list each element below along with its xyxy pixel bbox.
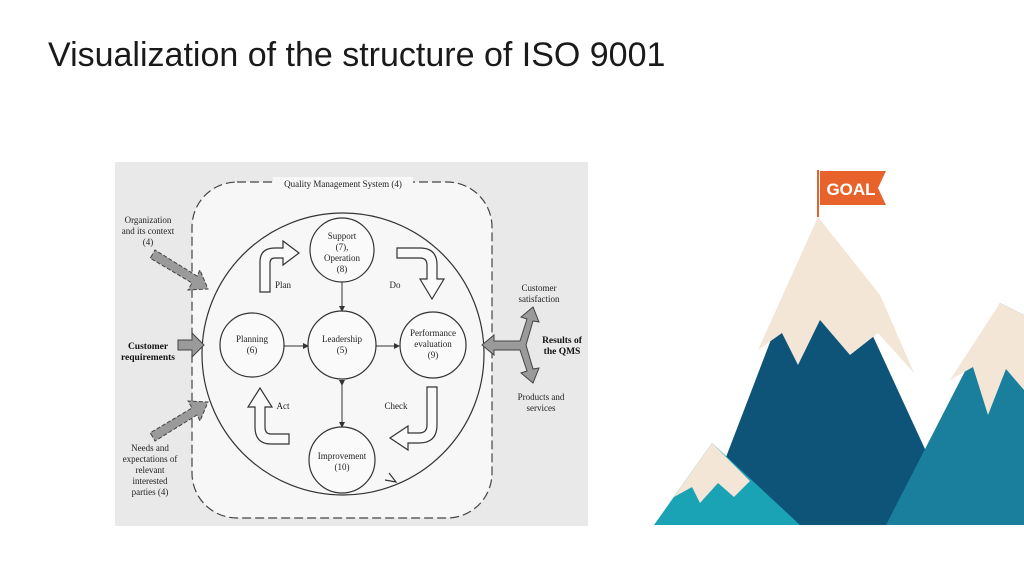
svg-text:Improvement: Improvement (318, 451, 367, 461)
node-improvement: Improvement (10) (308, 426, 376, 494)
mountain-main (700, 217, 960, 525)
svg-text:Performance: Performance (410, 328, 456, 338)
svg-text:Organization: Organization (125, 215, 172, 225)
node-leadership: Leadership (5) (307, 310, 377, 380)
svg-text:satisfaction: satisfaction (519, 294, 560, 304)
node-performance: Performance evaluation (9) (399, 311, 467, 379)
svg-text:(10): (10) (335, 462, 350, 472)
mountain-right-snow (950, 303, 1024, 415)
svg-text:(7),: (7), (336, 242, 349, 252)
svg-text:Operation: Operation (324, 253, 360, 263)
svg-text:Results of: Results of (542, 336, 583, 346)
svg-text:(6): (6) (247, 345, 258, 355)
svg-text:Leadership: Leadership (322, 334, 362, 344)
input-arrow-bottom (149, 400, 209, 442)
label-needs: Needs and expectations of relevant inter… (123, 443, 178, 497)
label-products-services: Products and services (518, 392, 565, 413)
plan-arrow (259, 239, 300, 293)
svg-text:and its context: and its context (122, 226, 175, 236)
check-arrow (388, 386, 438, 452)
label-results-qms: Results of the QMS (542, 336, 583, 357)
act-arrow (246, 386, 290, 445)
iso-9001-diagram: Quality Management System (4) Support (7… (115, 162, 588, 526)
svg-text:(4): (4) (143, 237, 154, 247)
mountain-left-snow (674, 443, 750, 503)
svg-text:(5): (5) (337, 345, 348, 355)
label-org-context: Organization and its context (4) (122, 215, 175, 247)
svg-text:the QMS: the QMS (544, 347, 581, 357)
qms-label: Quality Management System (4) (284, 179, 402, 189)
goal-mountain-illustration: GOAL (654, 170, 1024, 525)
svg-text:Planning: Planning (236, 334, 269, 344)
output-arrows (481, 306, 540, 384)
node-support: Support (7), Operation (8) (309, 217, 375, 283)
page-title: Visualization of the structure of ISO 90… (48, 36, 666, 74)
label-customer-satisfaction: Customer satisfaction (519, 283, 560, 304)
goal-flag (820, 171, 886, 205)
label-customer-requirements: Customer requirements (121, 342, 175, 363)
svg-text:Support: Support (328, 231, 357, 241)
svg-text:requirements: requirements (121, 353, 175, 363)
svg-text:parties (4): parties (4) (132, 487, 169, 497)
plan-label: Plan (275, 280, 292, 290)
svg-text:Customer: Customer (522, 283, 557, 293)
svg-text:Needs and: Needs and (131, 443, 169, 453)
svg-text:(9): (9) (428, 350, 439, 360)
act-label: Act (277, 401, 290, 411)
mountain-main-snow (758, 217, 914, 373)
node-planning: Planning (6) (219, 312, 285, 378)
svg-text:expectations of: expectations of (123, 454, 178, 464)
do-arrow (396, 247, 446, 301)
svg-text:interested: interested (133, 476, 168, 486)
diagram-svg: Quality Management System (4) Support (7… (121, 177, 583, 519)
pdca-circle (201, 212, 485, 496)
input-arrow-top (149, 249, 209, 291)
goal-flag-label: GOAL (826, 180, 875, 199)
svg-text:(8): (8) (337, 264, 348, 274)
do-label: Do (390, 280, 401, 290)
svg-text:services: services (527, 403, 556, 413)
svg-text:Customer: Customer (128, 342, 169, 352)
input-arrow-middle (177, 331, 205, 359)
check-label: Check (385, 401, 408, 411)
svg-text:relevant: relevant (136, 465, 165, 475)
svg-text:Products and: Products and (518, 392, 565, 402)
svg-text:evaluation: evaluation (414, 339, 452, 349)
